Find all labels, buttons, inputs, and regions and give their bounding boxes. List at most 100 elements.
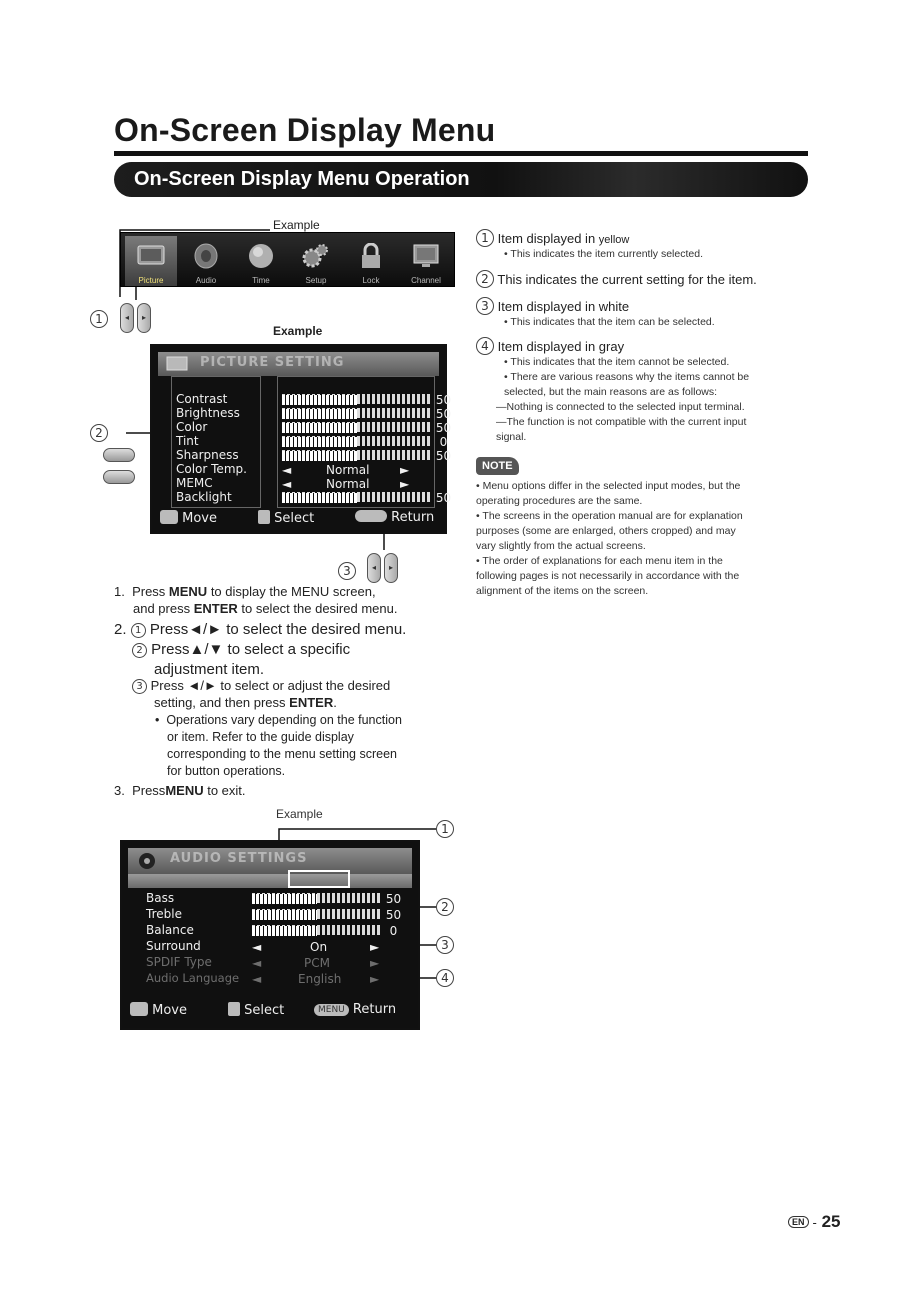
tv-screen-icon [166,356,188,371]
callout-1-top: 1 [90,310,108,329]
callout-3-bottom: 3 [436,936,454,955]
left-button-icon: ◂ [367,553,381,583]
picture-setting-screen: PICTURE SETTING Contrast Brightness Colo… [150,344,451,534]
left-right-buttons: ◂ ▸ [120,303,151,333]
section-title: On-Screen Display Menu Operation [134,168,470,190]
left-right-buttons-2: ◂ ▸ [367,553,398,583]
section-header: On-Screen Display Menu Operation [114,162,808,197]
picture-row-memc[interactable]: MEMC [176,476,213,490]
callout-2-bottom: 2 [436,898,454,917]
level-bar [282,492,432,503]
menu-item-audio[interactable]: Audio [180,236,232,286]
audio-row-spdif: SPDIF Type [146,955,212,969]
level-bar [252,925,382,936]
callout-2-middle: 2 [90,424,108,443]
example-label-bottom: Example [276,807,323,821]
level-bar [282,436,432,447]
step-2-bullet: • Operations vary depending on the funct… [155,713,402,778]
example-label-top: Example [273,218,320,232]
explanation-4: 4 Item displayed in gray • This indicate… [476,337,816,445]
value-row: 50 [282,407,451,421]
note-badge: NOTE [476,456,519,475]
example-label-middle: Example [273,324,323,338]
note-body: • Menu options differ in the selected in… [476,480,743,597]
level-bar [282,450,432,461]
step-1: 1. Press MENU to display the MENU screen… [114,584,398,616]
sound-mode-row [128,874,412,888]
audio-row-treble[interactable]: Treble [146,907,182,921]
audio-setting-header: AUDIO SETTINGS [128,848,412,874]
audio-setting-screen: AUDIO SETTINGS Bass Treble Balance Surro… [120,840,420,1030]
picture-setting-title: PICTURE SETTING [200,355,345,370]
callout-1-bottom: 1 [436,820,454,839]
callout-3-middle: 3 [338,562,356,581]
step-3: 3. PressMENU to exit. [114,783,246,798]
explanation-2: 2 This indicates the current setting for… [476,270,816,288]
audio-setting-footer: Move Select MENU Return [130,1002,410,1018]
menu-icon-bar: Picture Audio Time Setup Lock Channel [120,232,455,287]
menu-item-channel[interactable]: Channel [400,236,452,286]
menu-button-badge: MENU [314,1004,349,1016]
page-number: EN- 25 [788,1212,841,1232]
menu-item-label: Setup [305,276,327,285]
value-row: 50 [252,892,401,906]
move-button-icon [160,510,178,524]
value-row: 0 [252,924,397,938]
move-button-icon [130,1002,148,1016]
picture-row-contrast[interactable]: Contrast [176,392,228,406]
menu-item-label: Audio [195,276,217,285]
audio-row-surround[interactable]: Surround [146,939,201,953]
down-button-icon [103,470,135,484]
right-button-icon: ▸ [384,553,398,583]
value-row: 50 [282,421,451,435]
picture-setting-header: PICTURE SETTING [158,352,439,376]
title-rule [114,151,808,156]
globe-icon [249,244,273,268]
page-title: On-Screen Display Menu [114,112,496,148]
monitor-icon [413,244,439,267]
value-row: ◄PCM► [252,956,380,970]
left-button-icon: ◂ [120,303,134,333]
menu-item-label: Lock [362,276,380,285]
picture-row-brightness[interactable]: Brightness [176,406,240,420]
audio-setting-title: AUDIO SETTINGS [170,851,308,866]
label-column-frame [171,376,261,508]
level-bar [282,394,432,405]
menu-item-time[interactable]: Time [235,236,287,286]
up-button-icon [103,448,135,462]
menu-item-picture[interactable]: Picture [125,236,177,286]
value-row: ◄Normal► [282,463,410,477]
picture-row-color[interactable]: Color [176,420,208,434]
audio-row-balance[interactable]: Balance [146,923,194,937]
step-2: 2. 1 Press◄/► to select the desired menu… [114,621,407,678]
value-row: 0 [282,435,447,449]
value-row: ◄Normal► [282,477,410,491]
step-2-3: 3 Press ◄/► to select or adjust the desi… [132,677,452,711]
level-bar [282,422,432,433]
picture-row-color-temp[interactable]: Color Temp. [176,462,247,476]
value-column-frame [277,376,435,508]
padlock-icon [362,243,380,268]
picture-row-tint[interactable]: Tint [176,434,199,448]
menu-item-label: Picture [138,276,164,285]
picture-setting-footer: Move Select Return [160,510,437,526]
picture-row-backlight[interactable]: Backlight [176,490,232,504]
level-bar [252,909,382,920]
value-row: 50 [282,393,451,407]
explanation-3: 3 Item displayed in white • This indicat… [476,297,816,330]
value-row: ◄English► [252,972,380,986]
language-badge: EN [788,1216,809,1228]
gears-icon [302,244,328,268]
menu-item-setup[interactable]: Setup [290,236,342,286]
value-row: 50 [282,449,451,463]
tv-screen-icon [137,245,165,265]
menu-item-lock[interactable]: Lock [345,236,397,286]
menu-item-label: Channel [411,276,441,285]
audio-row-bass[interactable]: Bass [146,891,175,905]
picture-row-sharpness[interactable]: Sharpness [176,448,239,462]
menu-item-label: Time [252,276,270,285]
audio-row-audio-language: Audio Language [146,971,240,985]
callout-4-bottom: 4 [436,969,454,988]
select-button-icon [228,1002,240,1016]
speaker-icon [139,853,155,869]
